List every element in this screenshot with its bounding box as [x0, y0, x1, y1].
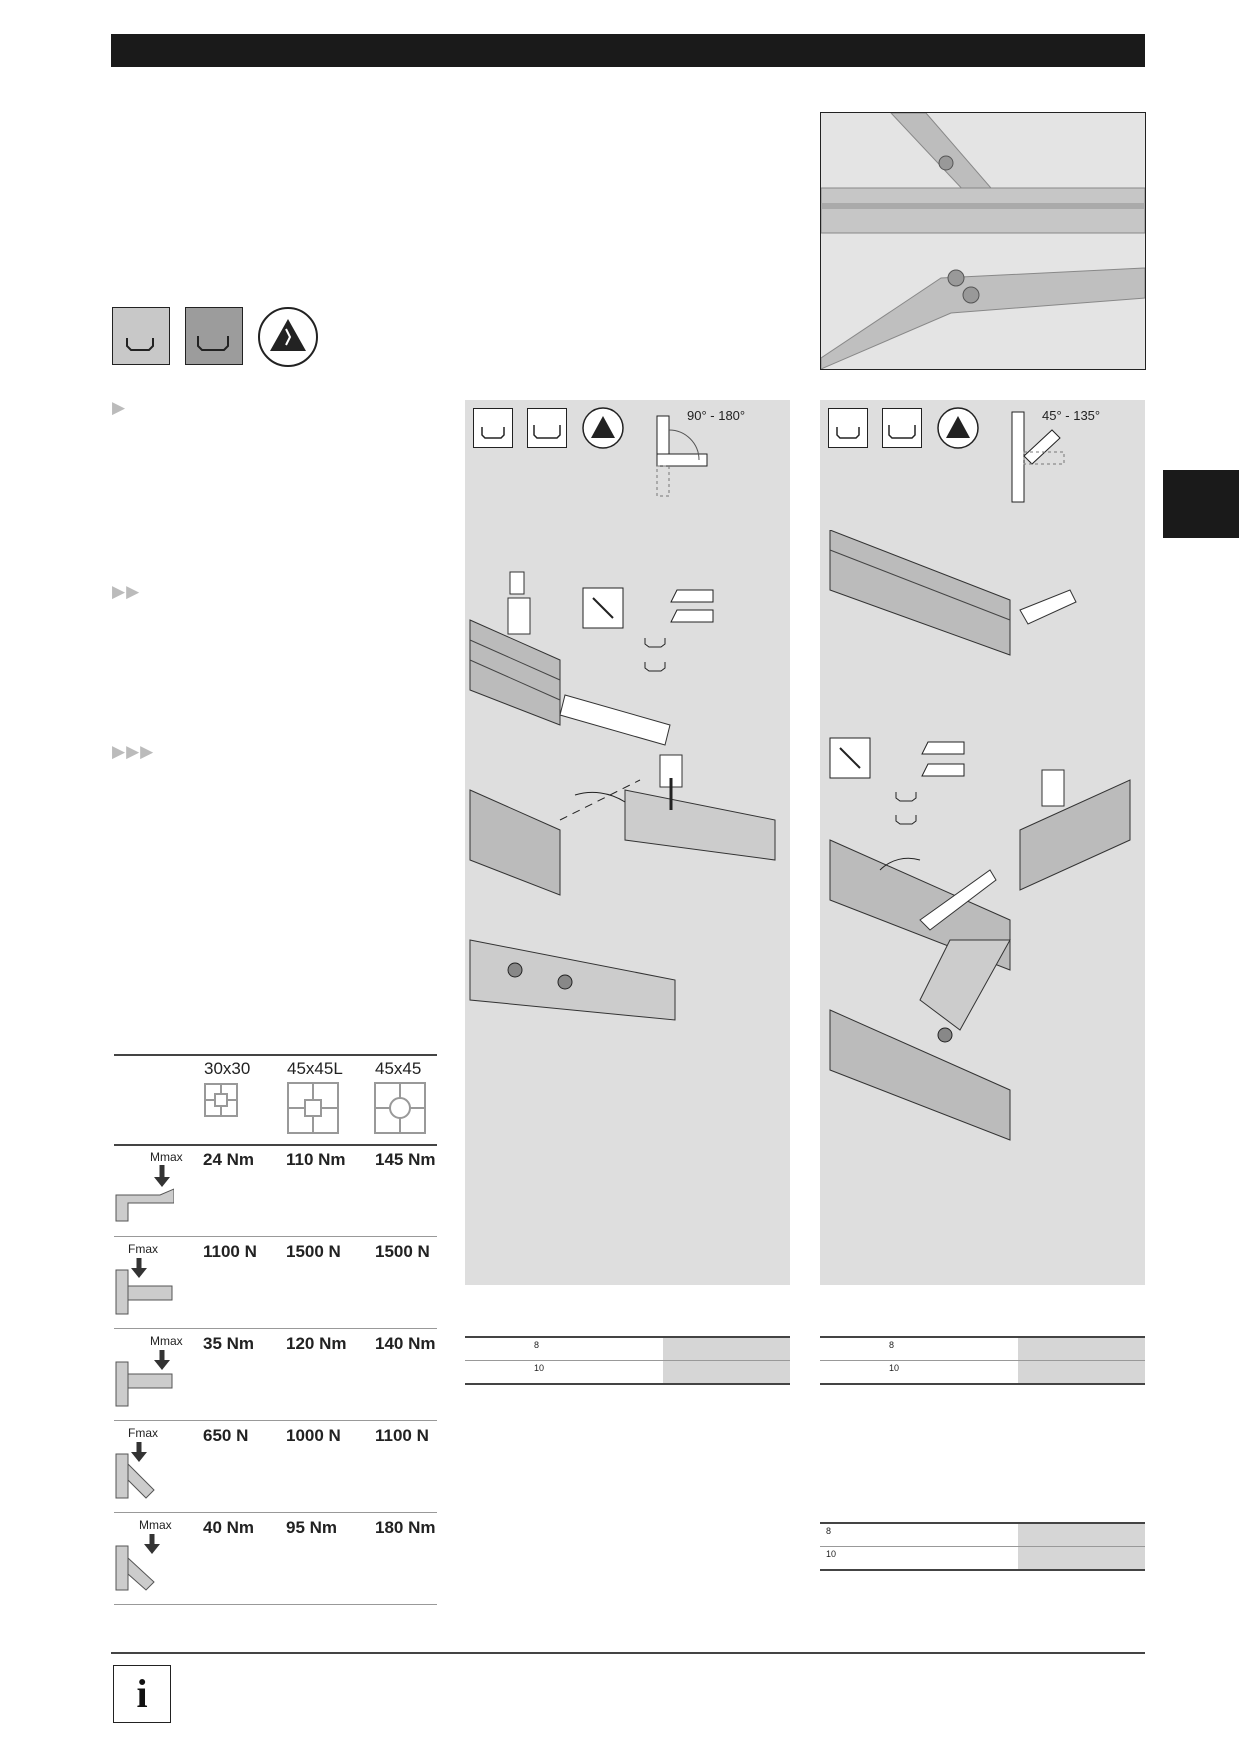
arrow-level-3: ▶▶▶	[112, 742, 155, 761]
slot-10-icon	[185, 307, 243, 365]
profile-45x45l-icon	[285, 1080, 341, 1136]
table-cell: 145 Nm	[375, 1150, 436, 1169]
esd-icon	[581, 406, 625, 450]
row-rule	[114, 1328, 437, 1329]
table-cell: 35 Nm	[203, 1334, 255, 1353]
spec-table-right2-top	[820, 1522, 1145, 1524]
row-rule	[820, 1383, 1145, 1385]
arrow-level-1: ▶	[112, 398, 127, 417]
spec-cell	[663, 1361, 790, 1383]
column-header: 45x45L	[287, 1059, 343, 1078]
assembly-panel-left: 90° - 180°	[465, 400, 790, 1285]
spec-table-right-top	[820, 1336, 1145, 1338]
header-bar	[111, 34, 1145, 67]
row-rule	[465, 1360, 790, 1361]
slot-8-icon	[473, 408, 513, 448]
table-top-rule	[114, 1054, 437, 1056]
profile-30x30-icon	[201, 1080, 241, 1120]
table-bottom-rule	[114, 1604, 437, 1605]
table-cell: 140 Nm	[375, 1334, 436, 1353]
row-label: Fmax	[128, 1242, 158, 1256]
table-cell: 40 Nm	[203, 1518, 255, 1537]
slot-10-label: 10	[826, 1549, 837, 1559]
column-header: 45x45	[375, 1059, 422, 1078]
angle-diagram-icon	[1010, 406, 1080, 506]
table-cell: 1500 N	[286, 1242, 341, 1261]
row-label: Mmax	[150, 1334, 183, 1348]
table-cell: 1100 N	[375, 1426, 429, 1445]
slot-10-icon	[527, 408, 567, 448]
esd-icon	[936, 406, 980, 450]
table-cell: 180 Nm	[375, 1518, 436, 1537]
arrow-level-2: ▶▶	[112, 582, 141, 601]
spec-cell	[1018, 1338, 1145, 1360]
load-case-2-icon	[114, 1258, 174, 1318]
row-label: Mmax	[139, 1518, 172, 1532]
table-cell: 1100 N	[203, 1242, 257, 1261]
row-rule	[465, 1383, 790, 1385]
row-rule	[114, 1144, 437, 1146]
angle-range: 90° - 180°	[687, 408, 746, 423]
load-case-4-icon	[114, 1442, 174, 1502]
esd-icon	[256, 305, 320, 369]
column-header: 30x30	[204, 1059, 251, 1078]
product-photo	[820, 112, 1146, 370]
row-rule	[114, 1420, 437, 1421]
spec-cell	[1018, 1524, 1145, 1546]
load-case-3-icon	[114, 1350, 174, 1410]
spec-cell	[663, 1338, 790, 1360]
slot-10-label: 10	[889, 1363, 900, 1373]
row-rule	[820, 1569, 1145, 1571]
spec-cell	[1018, 1547, 1145, 1569]
table-cell: 95 Nm	[286, 1518, 338, 1537]
assembly-panel-right: 45° - 135°	[820, 400, 1145, 1285]
footer-rule	[111, 1652, 1145, 1654]
angle-range: 45° - 135°	[1042, 408, 1101, 423]
row-rule	[820, 1546, 1145, 1547]
table-cell: 24 Nm	[203, 1150, 255, 1169]
info-icon[interactable]: i	[113, 1665, 171, 1723]
row-rule	[114, 1236, 437, 1237]
assembly-step-2	[820, 530, 1145, 1250]
table-cell: 650 N	[203, 1426, 249, 1445]
load-case-1-icon	[114, 1165, 174, 1225]
spec-table-left-top	[465, 1336, 790, 1338]
row-label: Fmax	[128, 1426, 158, 1440]
slot-8-icon	[828, 408, 868, 448]
table-cell: 120 Nm	[286, 1334, 347, 1353]
slot-8-icon	[112, 307, 170, 365]
assembly-step-1	[465, 550, 790, 1180]
row-rule	[114, 1512, 437, 1513]
load-case-5-icon	[114, 1534, 174, 1594]
row-rule	[820, 1360, 1145, 1361]
angle-diagram-icon	[655, 406, 725, 498]
row-label: Mmax	[150, 1150, 183, 1164]
slot-8-label: 8	[826, 1526, 832, 1536]
slot-8-label: 8	[889, 1340, 895, 1350]
chapter-tab[interactable]	[1163, 470, 1239, 538]
slot-8-label: 8	[534, 1340, 540, 1350]
slot-10-icon	[882, 408, 922, 448]
table-cell: 1500 N	[375, 1242, 430, 1261]
table-cell: 110 Nm	[286, 1150, 346, 1169]
spec-cell	[1018, 1361, 1145, 1383]
slot-10-label: 10	[534, 1363, 545, 1373]
profile-45x45-icon	[372, 1080, 428, 1136]
table-cell: 1000 N	[286, 1426, 341, 1445]
